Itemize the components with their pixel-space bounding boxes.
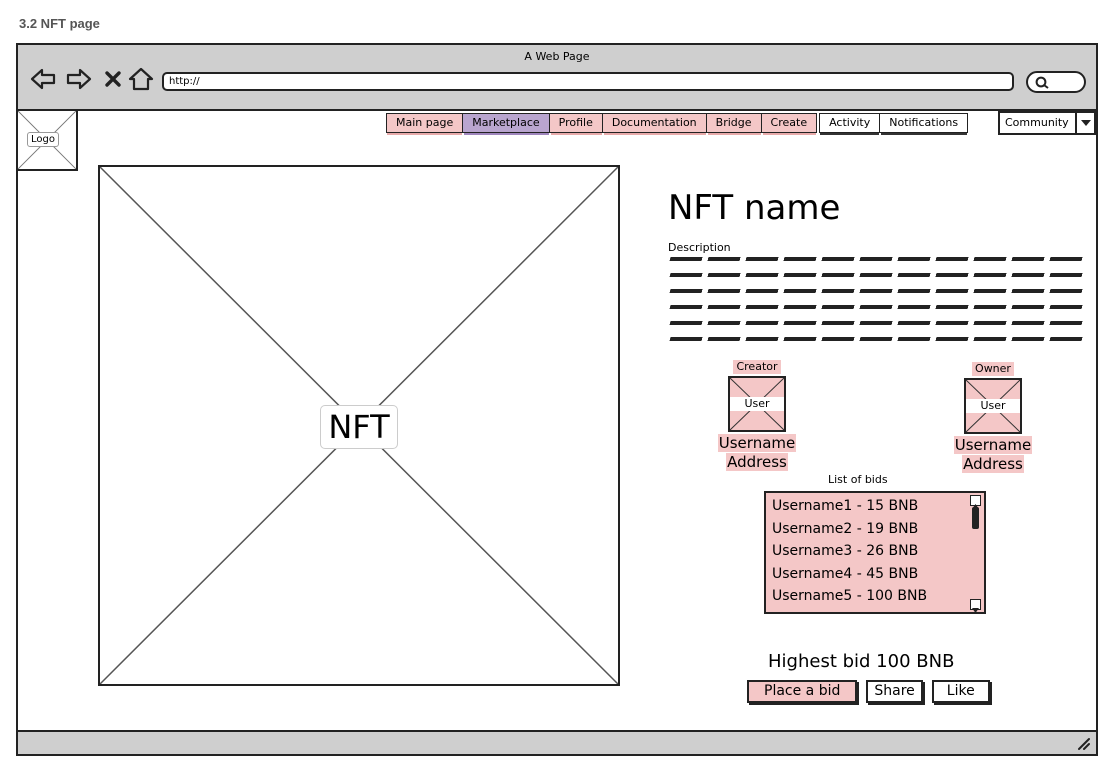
browser-chrome: A Web Page http:// — [18, 45, 1096, 111]
owner-avatar[interactable]: User — [964, 378, 1022, 434]
forward-arrow-icon[interactable] — [66, 67, 92, 91]
bid-row[interactable]: Username3 - 26 BNB — [772, 543, 919, 560]
owner-label: Owner — [972, 362, 1014, 376]
community-dropdown[interactable]: Community — [998, 111, 1096, 135]
creator-address[interactable]: Address — [726, 453, 788, 471]
browser-window: A Web Page http:// Logo Main page Market… — [16, 43, 1098, 756]
description-text-placeholder — [669, 257, 1085, 353]
description-line — [669, 273, 1085, 277]
creator-label: Creator — [733, 360, 781, 374]
logo-label: Logo — [27, 132, 59, 147]
browser-search-button[interactable] — [1026, 71, 1086, 93]
description-line — [669, 257, 1085, 261]
place-bid-button[interactable]: Place a bid — [747, 680, 858, 703]
section-label: 3.2 NFT page — [19, 16, 100, 31]
owner-card: Owner User Username Address — [948, 357, 1038, 473]
bids-list[interactable]: Username1 - 15 BNB Username2 - 19 BNB Us… — [764, 491, 986, 614]
highest-bid: Highest bid 100 BNB — [768, 651, 955, 672]
description-line — [669, 337, 1085, 341]
logo[interactable]: Logo — [18, 111, 78, 171]
description-label: Description — [668, 241, 731, 254]
creator-card: Creator User Username Address — [712, 355, 802, 471]
home-icon[interactable] — [128, 67, 154, 91]
bid-row[interactable]: Username4 - 45 BNB — [772, 565, 919, 582]
nft-image-placeholder: NFT — [98, 165, 620, 686]
main-nav: Main page Marketplace Profile Documentat… — [386, 113, 969, 133]
creator-avatar-label: User — [730, 397, 784, 411]
creator-avatar[interactable]: User — [728, 376, 786, 432]
bid-row[interactable]: Username5 - 100 BNB — [772, 588, 928, 605]
bids-scrollbar[interactable] — [970, 495, 981, 613]
nav-item-profile[interactable]: Profile — [549, 113, 603, 133]
nav-item-activity[interactable]: Activity — [819, 113, 881, 133]
bid-row[interactable]: Username2 - 19 BNB — [772, 520, 919, 537]
action-buttons: Place a bid Share Like — [747, 680, 990, 703]
url-input[interactable]: http:// — [162, 72, 1014, 91]
bid-row[interactable]: Username1 - 15 BNB — [772, 498, 919, 514]
nav-item-bridge[interactable]: Bridge — [706, 113, 762, 133]
description-line — [669, 305, 1085, 309]
resize-grip-icon[interactable] — [1076, 736, 1090, 750]
bids-list-title: List of bids — [828, 473, 888, 486]
nav-item-documentation[interactable]: Documentation — [602, 113, 707, 133]
scroll-up-icon[interactable] — [970, 495, 981, 509]
owner-avatar-label: User — [966, 399, 1020, 413]
chevron-down-icon[interactable] — [1076, 111, 1096, 135]
nav-item-create[interactable]: Create — [761, 113, 818, 133]
nav-item-notifications[interactable]: Notifications — [880, 113, 969, 133]
scroll-down-icon[interactable] — [970, 599, 981, 613]
owner-address[interactable]: Address — [962, 455, 1024, 473]
creator-username[interactable]: Username — [717, 434, 797, 452]
status-bar — [18, 730, 1096, 754]
description-line — [669, 321, 1085, 325]
close-icon[interactable] — [100, 67, 126, 91]
nav-item-main-page[interactable]: Main page — [386, 113, 464, 133]
owner-username[interactable]: Username — [953, 436, 1033, 454]
nft-title: NFT name — [668, 188, 841, 228]
share-button[interactable]: Share — [866, 680, 923, 703]
window-title: A Web Page — [524, 50, 590, 63]
magnifier-icon — [1035, 76, 1049, 89]
scroll-thumb[interactable] — [972, 507, 979, 529]
nft-image-label: NFT — [320, 405, 398, 449]
description-line — [669, 289, 1085, 293]
back-arrow-icon[interactable] — [30, 67, 56, 91]
nav-item-marketplace[interactable]: Marketplace — [463, 113, 550, 133]
like-button[interactable]: Like — [931, 680, 990, 703]
community-dropdown-label: Community — [998, 111, 1076, 135]
